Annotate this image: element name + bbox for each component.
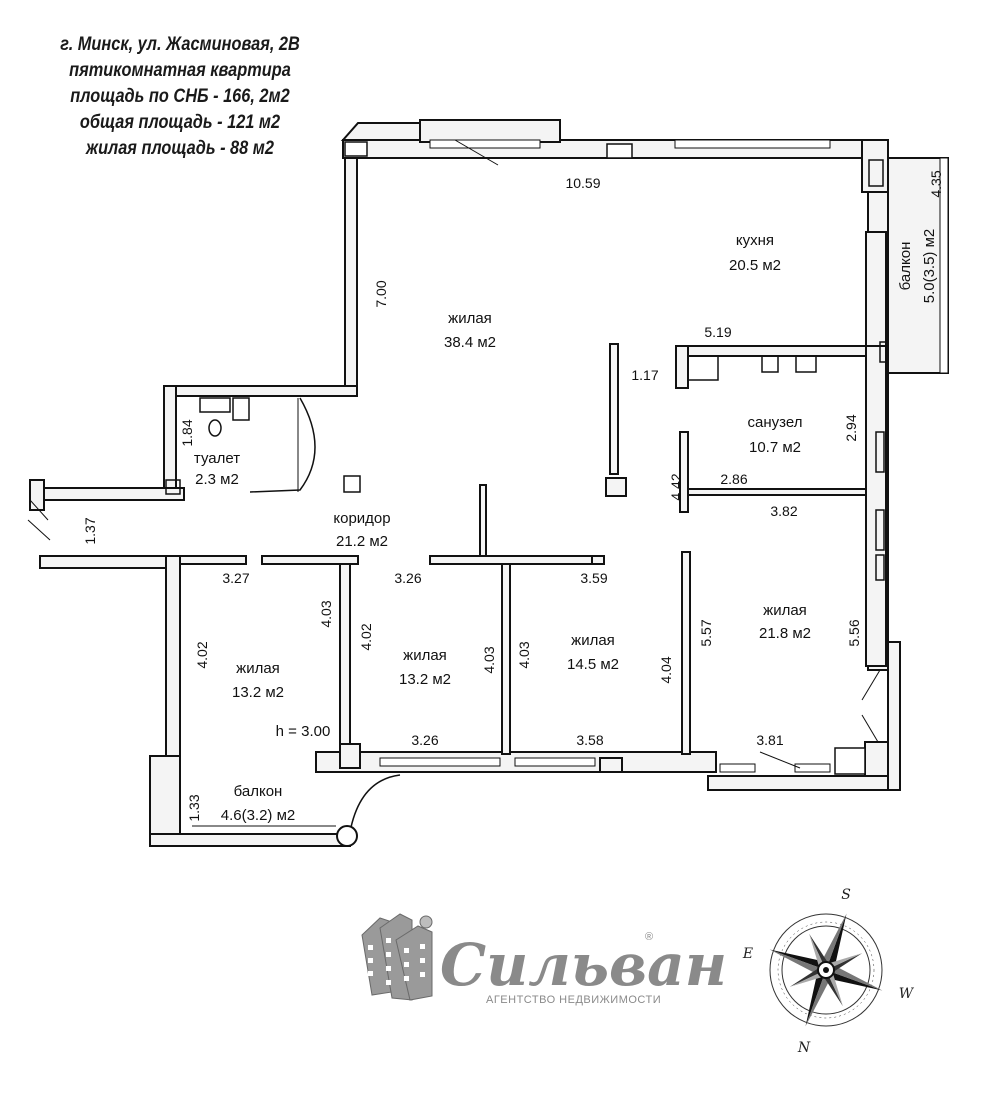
apartment-type: пятикомнатная квартира [69, 60, 291, 81]
area-snb: площадь по СНБ - 166, 2м2 [70, 86, 290, 107]
living-3-name: жилая [571, 632, 615, 649]
compass-e: E [742, 946, 753, 962]
balcony-east-area: 5.0(3.5) м2 [921, 229, 938, 304]
dim-r3-top: 3.59 [580, 570, 607, 586]
dim-184: 1.84 [179, 419, 195, 446]
dim-kitchen-partition: 5.19 [704, 324, 731, 340]
dim-r3-right: 4.04 [658, 656, 674, 683]
dim-r4-right: 5.56 [846, 619, 862, 646]
balcony-curve [349, 774, 401, 833]
living-1-area: 13.2 м2 [232, 684, 284, 701]
dim-382: 3.82 [770, 503, 797, 519]
dimension-labels: 10.59 7.00 4.35 5.19 1.17 1.84 2.94 4.42… [82, 170, 944, 821]
area-living: жилая площадь - 88 м2 [86, 138, 274, 159]
living-3-area: 14.5 м2 [567, 656, 619, 673]
logo-subtitle: АГЕНТСТВО НЕДВИЖИМОСТИ [486, 994, 661, 1006]
dim-294: 2.94 [843, 414, 859, 441]
balcony-east-label: балкон [897, 242, 914, 291]
dim-r2-top: 3.26 [394, 570, 421, 586]
kitchen-area: 20.5 м2 [729, 257, 781, 274]
bathroom-name: санузел [748, 414, 803, 431]
living-main-name: жилая [448, 310, 492, 327]
balcony-south-area: 4.6(3.2) м2 [221, 807, 296, 824]
living-east-name: жилая [763, 602, 807, 619]
kitchen-name: кухня [736, 232, 774, 249]
corridor-area: 21.2 м2 [336, 533, 388, 550]
dim-r4-left: 5.57 [698, 619, 714, 646]
dim-r1-top: 3.27 [222, 570, 249, 586]
corridor-name: коридор [333, 510, 390, 527]
dim-r4-bottom: 3.81 [756, 732, 783, 748]
interior-walls [179, 343, 887, 773]
compass-w: W [899, 986, 915, 1002]
dim-442: 4.42 [668, 473, 684, 500]
logo-registered: ® [645, 931, 653, 943]
living-east-area: 21.8 м2 [759, 625, 811, 642]
dim-r1-left: 4.02 [194, 641, 210, 668]
plan-header: г. Минск, ул. Жасминовая, 2В пятикомнатн… [42, 32, 317, 162]
column-icon [336, 825, 358, 847]
toilet-area: 2.3 м2 [195, 471, 239, 488]
buildings-icon [361, 913, 433, 1001]
dim-117: 1.17 [631, 367, 658, 383]
compass-icon: S N E W [742, 887, 915, 1056]
dim-r2-left: 4.02 [358, 623, 374, 650]
room-labels: кухня 20.5 м2 жилая 38.4 м2 туалет 2.3 м… [194, 229, 938, 824]
dim-r1-right: 4.03 [318, 600, 334, 627]
dim-r3-left: 4.03 [516, 641, 532, 668]
dim-286: 2.86 [720, 471, 747, 487]
living-main-area: 38.4 м2 [444, 334, 496, 351]
balcony-south-name: балкон [234, 783, 283, 800]
dim-r2-bottom: 3.26 [411, 732, 438, 748]
compass-n: N [797, 1040, 811, 1056]
dim-r2-right: 4.03 [481, 646, 497, 673]
living-2-name: жилая [403, 647, 447, 664]
dim-r3-bottom: 3.58 [576, 732, 603, 748]
fixtures [165, 159, 887, 581]
living-1-name: жилая [236, 660, 280, 677]
compass-s: S [841, 887, 851, 903]
dim-balcony-east: 4.35 [928, 170, 944, 197]
living-2-area: 13.2 м2 [399, 671, 451, 688]
address: г. Минск, ул. Жасминовая, 2В [60, 34, 300, 55]
dim-left-wall: 7.00 [373, 280, 389, 307]
dim-137: 1.37 [82, 517, 98, 544]
ceiling-height: h = 3.00 [276, 723, 331, 740]
doors [27, 139, 881, 769]
area-total: общая площадь - 121 м2 [79, 112, 281, 133]
dim-133: 1.33 [186, 794, 202, 821]
toilet-name: туалет [194, 450, 240, 467]
bathroom-area: 10.7 м2 [749, 439, 801, 456]
agency-logo: Сильван ® АГЕНТСТВО НЕДВИЖИМОСТИ [361, 913, 727, 1006]
logo-name: Сильван [440, 931, 727, 999]
dim-top-width: 10.59 [565, 175, 600, 191]
